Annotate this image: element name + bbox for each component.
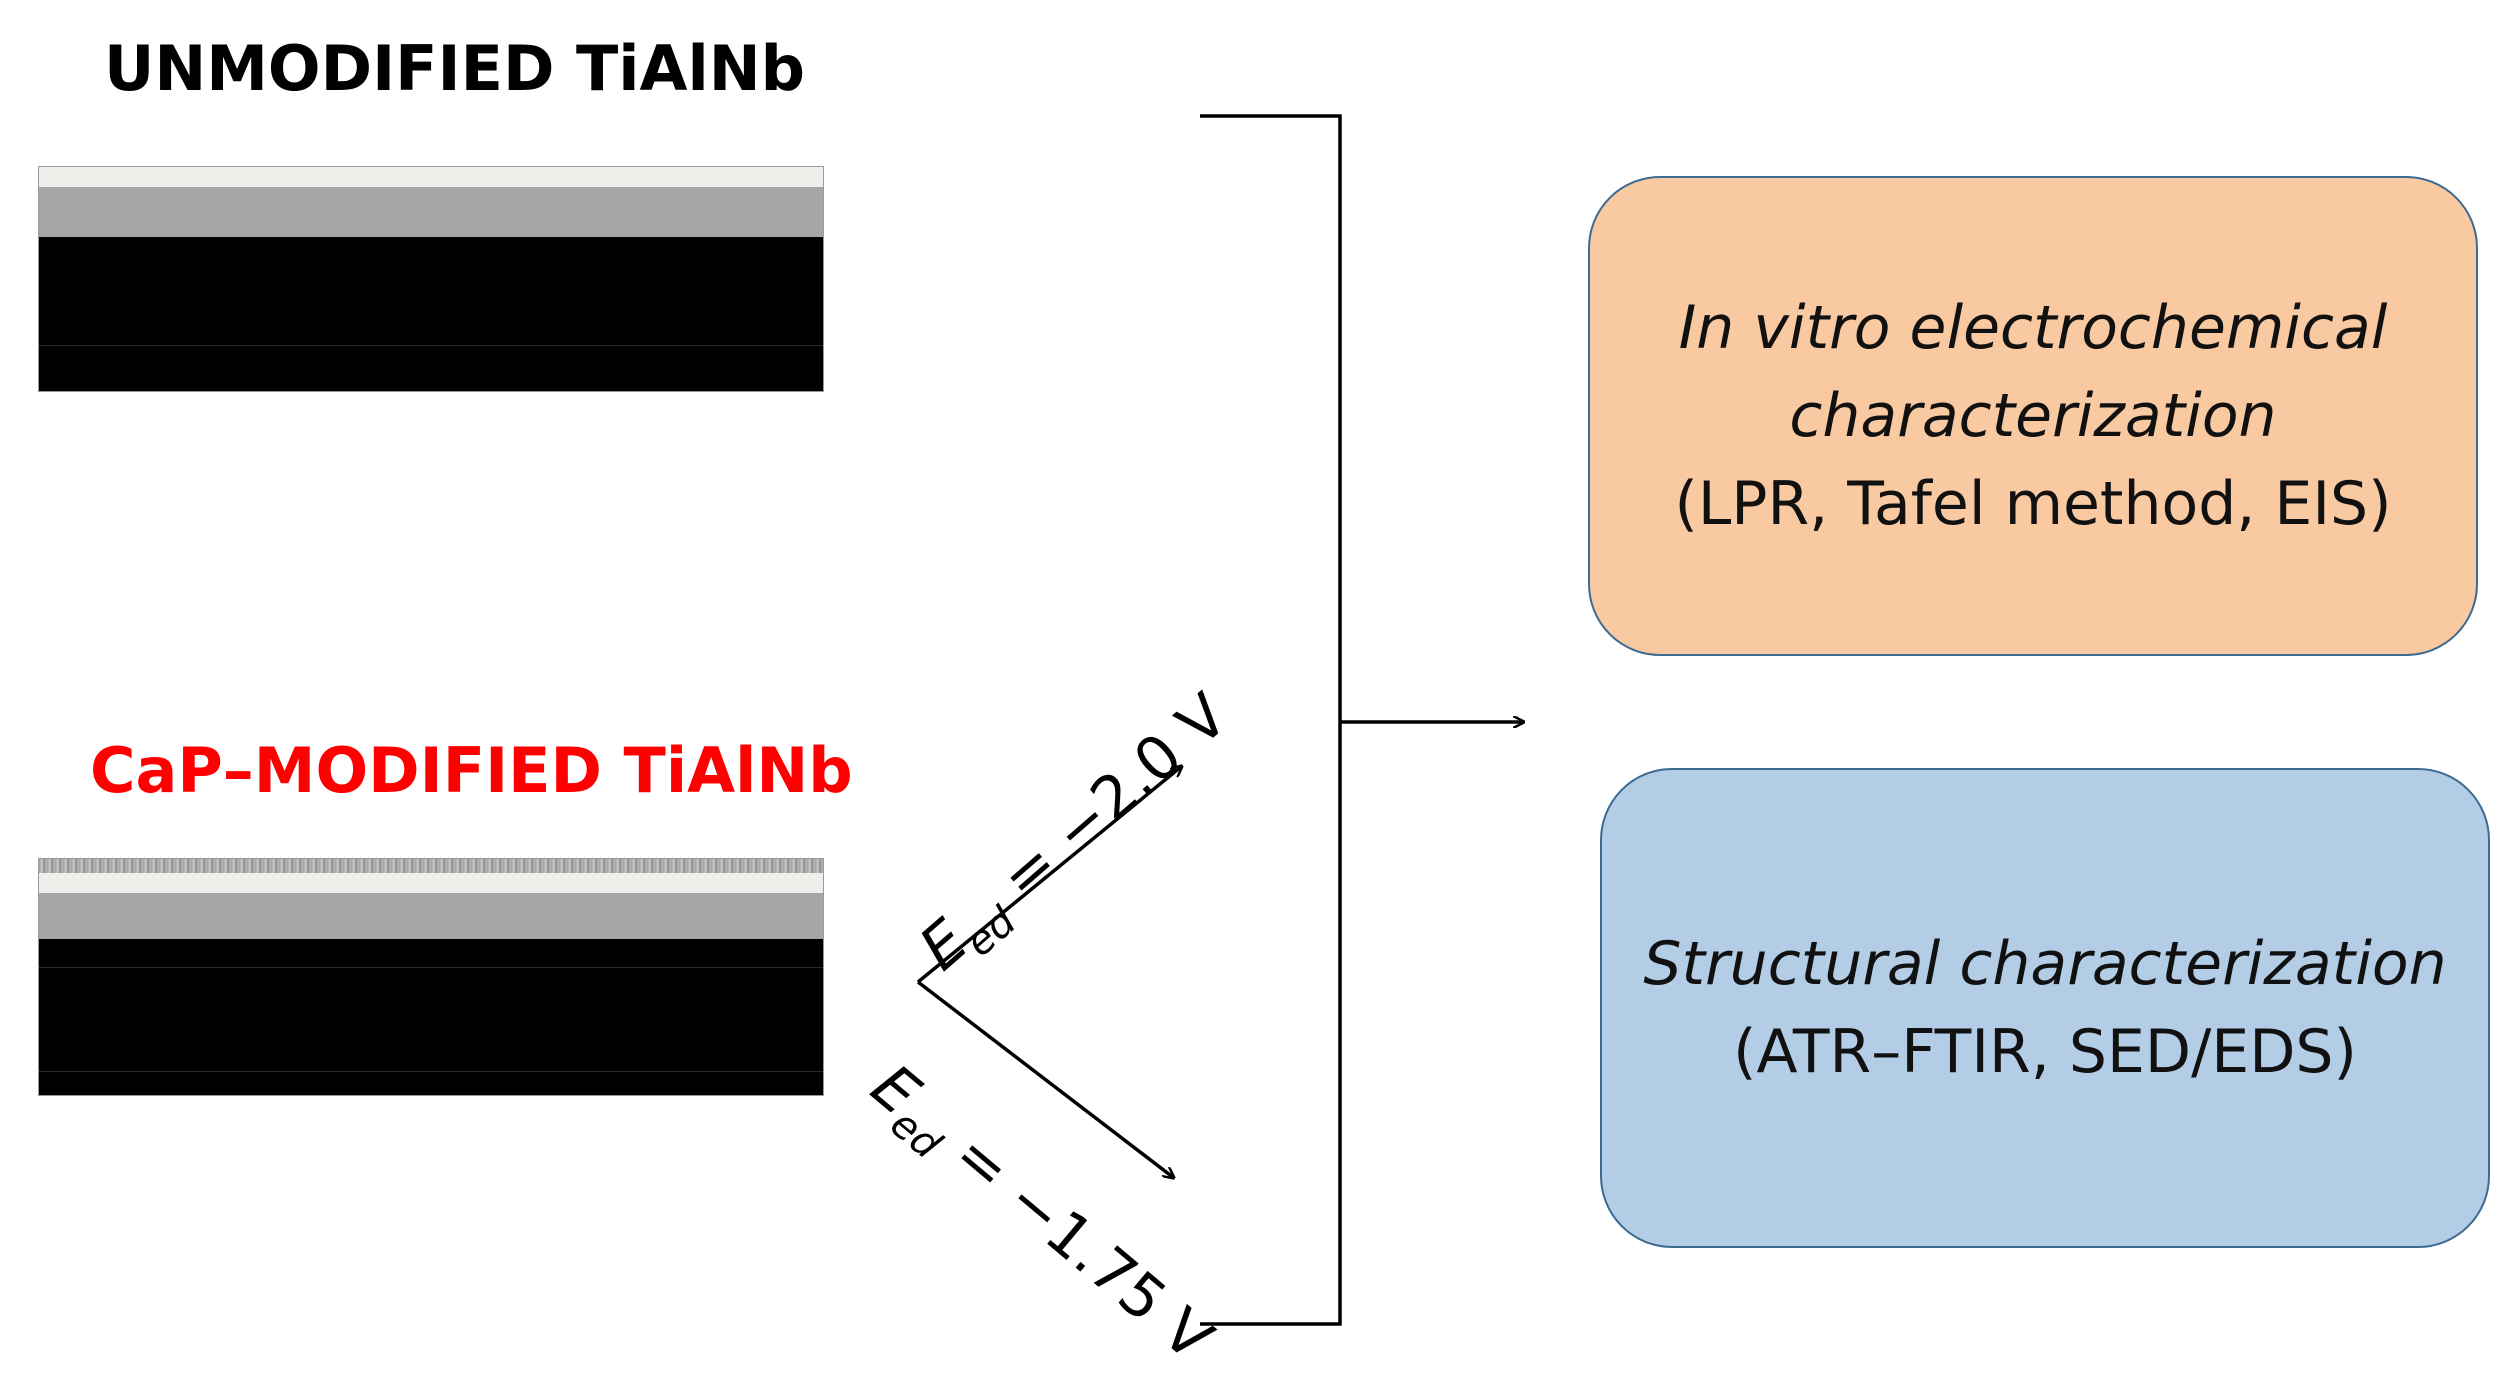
box-line: (LPR, Tafel method, EIS) <box>1674 469 2392 539</box>
electrochemical-characterization-box: In vitro electrochemical characterizatio… <box>1588 176 2478 656</box>
substrate-layer <box>39 939 823 1095</box>
box-line: Structural characterization <box>1643 929 2447 999</box>
cap-coating-layer <box>39 859 823 873</box>
oxide-layer <box>39 893 823 939</box>
surface-layer <box>39 167 823 187</box>
unmodified-sample-title: UNMODIFIED TiAlNb <box>104 32 806 105</box>
bracket <box>1200 114 1342 1326</box>
box-line: (ATR–FTIR, SED/EDS) <box>1733 1017 2357 1087</box>
cap-modified-sample-title: CaP–MODIFIED TiAlNb <box>90 734 853 807</box>
box-line: characterization <box>1789 381 2277 451</box>
structural-characterization-box: Structural characterization (ATR–FTIR, S… <box>1600 768 2490 1248</box>
box-line: In vitro electrochemical <box>1678 293 2388 363</box>
cap-modified-sample-cross-section <box>38 858 824 1096</box>
surface-layer <box>39 873 823 893</box>
substrate-layer <box>39 237 823 391</box>
oxide-layer <box>39 187 823 237</box>
arrow-up-right <box>916 766 1182 984</box>
arrow-down-right <box>916 980 1174 1178</box>
unmodified-sample-cross-section <box>38 166 824 392</box>
